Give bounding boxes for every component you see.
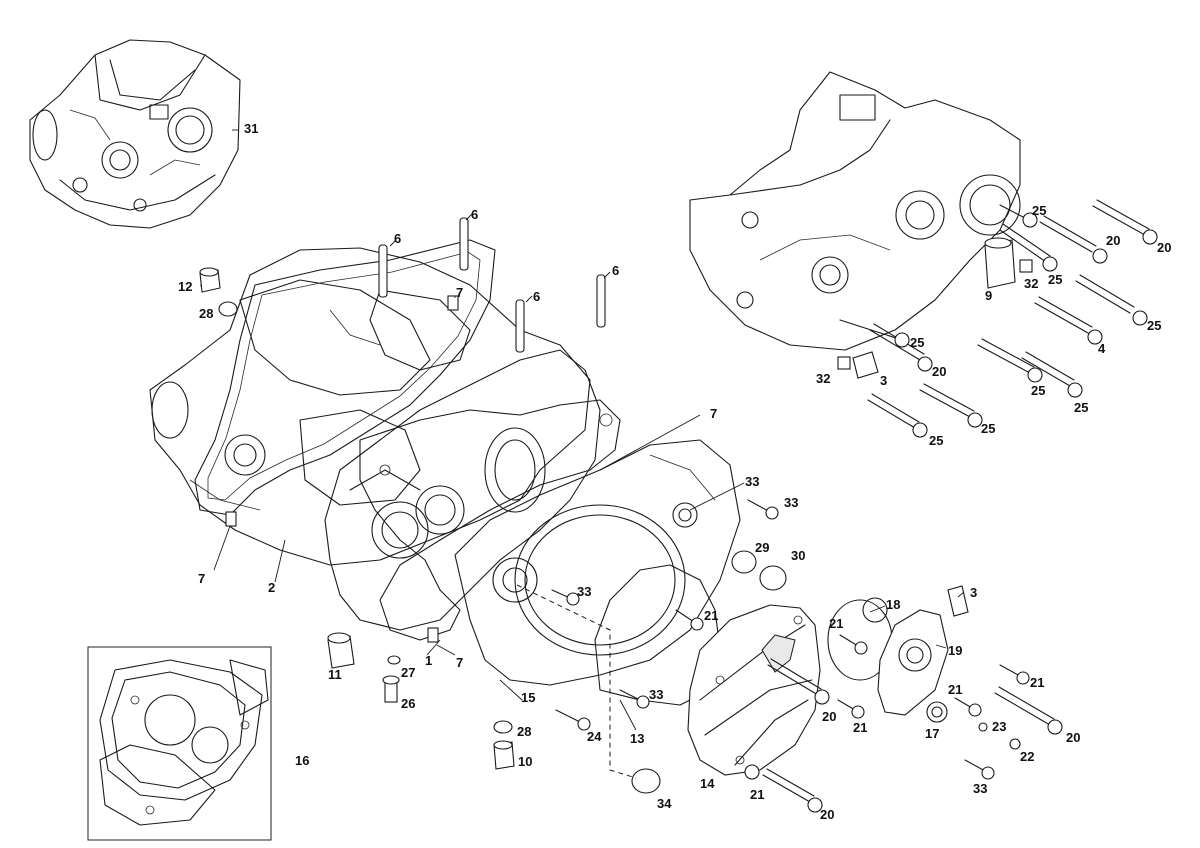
callout-labels: 1 2 3 3 4 6 6 6 6 7 7 7 7 9 10 11 12 13 … [178,121,1171,822]
callout-34: 34 [657,796,672,811]
callout-25: 25 [1031,383,1045,398]
callout-29: 29 [755,540,769,555]
callout-14: 14 [700,776,715,791]
callout-12: 12 [178,279,192,294]
callout-20: 20 [932,364,946,379]
cap-30 [759,565,787,591]
washer-23 [978,722,988,732]
dowel-32-lower [837,356,851,370]
callout-25: 25 [929,433,943,448]
screw-22 [1009,738,1021,750]
long-bolts [744,199,1158,813]
callout-27: 27 [401,665,415,680]
callout-21: 21 [704,608,718,623]
callout-7: 7 [710,406,717,421]
callout-20: 20 [1157,240,1171,255]
callout-33: 33 [784,495,798,510]
gasket-kit-inset-16 [87,646,272,841]
callout-15: 15 [521,690,535,705]
callout-25: 25 [1048,272,1062,287]
plug-10 [493,740,515,770]
callout-20: 20 [822,709,836,724]
callout-25: 25 [1147,318,1161,333]
cylinder-base-gasket [359,399,621,641]
callout-25: 25 [1032,203,1046,218]
left-crankcase-half [149,247,591,566]
callout-3: 3 [880,373,887,388]
callout-6: 6 [533,289,540,304]
callout-4: 4 [1098,341,1106,356]
callout-25: 25 [981,421,995,436]
callout-18: 18 [886,597,900,612]
crankcase-half-right-view [689,71,1021,351]
callout-16: 16 [295,753,309,768]
callout-1: 1 [425,653,432,668]
callout-25: 25 [910,335,924,350]
callout-6: 6 [612,263,619,278]
callout-30: 30 [791,548,805,563]
assembled-crankcase-31 [29,39,241,229]
callout-21: 21 [750,787,764,802]
bushing-3-upper [852,351,879,379]
callout-33: 33 [973,781,987,796]
callout-11: 11 [328,667,342,682]
washer-28-upper [218,301,238,317]
callout-33: 33 [745,474,759,489]
callout-3: 3 [970,585,977,600]
callout-21: 21 [1030,675,1044,690]
callout-2: 2 [268,580,275,595]
callout-32: 32 [1024,276,1038,291]
callout-6: 6 [471,207,478,222]
callout-24: 24 [587,729,602,744]
callout-20: 20 [1066,730,1080,745]
callout-7: 7 [456,285,463,300]
short-bolts [551,499,1030,780]
callout-7: 7 [198,571,205,586]
callout-19: 19 [948,643,962,658]
bushing-3-right [947,585,969,617]
bushing-11 [327,632,355,669]
screw-26 [382,675,400,703]
callout-10: 10 [518,754,532,769]
washer-27 [387,655,401,665]
callout-21: 21 [853,720,867,735]
leader-lines [200,129,965,779]
callout-31: 31 [244,121,258,136]
dowels-7 [225,295,459,643]
washer-28-lower [493,720,513,734]
callout-20: 20 [820,807,834,822]
callout-32: 32 [816,371,830,386]
pump-cover-19 [877,609,949,716]
inner-cover [454,439,741,686]
callout-17: 17 [925,726,939,741]
clutch-cover-14 [687,604,821,776]
callout-25: 25 [1074,400,1088,415]
callout-26: 26 [401,696,415,711]
cover-gasket-13 [594,564,721,706]
callout-7: 7 [456,655,463,670]
callout-6: 6 [394,231,401,246]
dowel-32-upper [1019,259,1033,273]
callout-20: 20 [1106,233,1120,248]
callout-28: 28 [517,724,531,739]
callout-33: 33 [649,687,663,702]
washer-29 [731,550,757,574]
seal-17 [926,701,948,723]
crankcase-gasket [194,239,496,516]
callout-21: 21 [948,682,962,697]
callout-9: 9 [985,288,992,303]
callout-13: 13 [630,731,644,746]
callout-28: 28 [199,306,213,321]
callout-21: 21 [829,616,843,631]
cap-34 [631,768,661,794]
studs-6 [378,217,606,353]
callout-23: 23 [992,719,1006,734]
plug-12 [199,267,221,293]
right-crankcase-half [324,349,601,631]
callout-33: 33 [577,584,591,599]
bushing-9 [984,237,1016,289]
callout-22: 22 [1020,749,1034,764]
